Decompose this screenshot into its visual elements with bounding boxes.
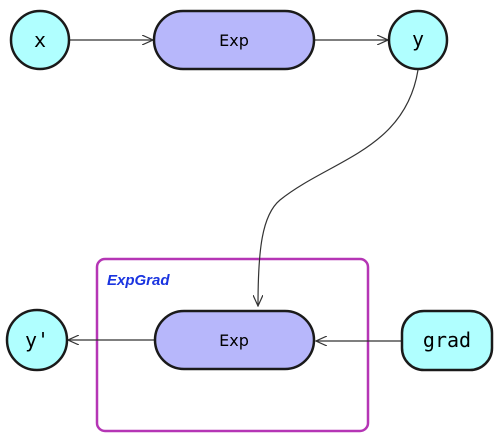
node-exp-bottom-label: Exp [219,331,249,350]
node-exp-top[interactable]: Exp [152,9,316,71]
node-exp-top-label: Exp [219,31,249,50]
node-grad[interactable]: grad [400,309,494,372]
expgrad-group-label: ExpGrad [107,272,170,289]
node-y-prime-label: y' [25,328,49,352]
node-grad-label: grad [423,328,471,352]
node-exp-bottom[interactable]: Exp [153,309,316,371]
expgrad-group-box [95,257,370,433]
node-x-label: x [34,28,46,52]
node-y-prime[interactable]: y' [5,308,69,372]
node-y-label: y [412,27,424,51]
edge-y-to-expgrad [258,69,419,306]
node-x[interactable]: x [9,9,71,71]
node-y[interactable]: y [387,9,449,71]
